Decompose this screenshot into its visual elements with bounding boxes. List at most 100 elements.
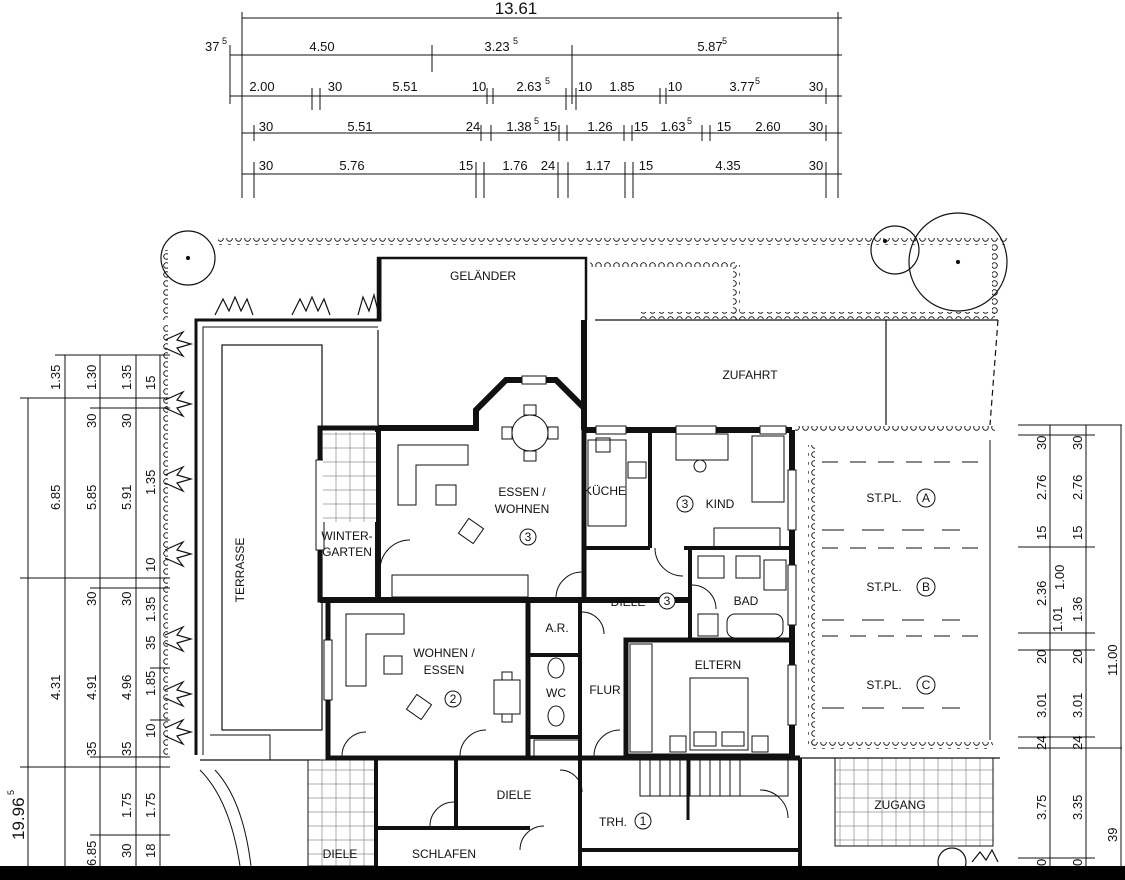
windows [315, 375, 797, 726]
right-dimension-labels: 30 2.76 15 2.36 1.01 20 3.01 24 3.75 0 3… [1034, 436, 1120, 866]
image-bottom-edge [0, 866, 1125, 880]
room-label-essen-wohnen: ESSEN / [498, 485, 546, 499]
room-labels: GELÄNDER ZUFAHRT TERRASSE WINTER- GARTEN… [233, 269, 926, 861]
room-label-wintergarten: WINTER- [321, 529, 372, 543]
room-label-eltern: ELTERN [695, 658, 741, 672]
dim-label: 1.75 [119, 793, 134, 818]
dim-label: 2.76 [1034, 475, 1049, 500]
dim-label: 1.35 [143, 470, 158, 495]
dim-label: 10 [143, 558, 158, 572]
dim-label: 15 [717, 119, 731, 134]
dim-label: 2.60 [755, 119, 780, 134]
dim-label: 39 [1105, 828, 1120, 842]
zugang-paving [800, 757, 1000, 847]
dim-label: 5 [755, 76, 760, 86]
top-dimension-labels: 13.61 37 5 4.50 3.23 5 5.87 5 2.00 30 5.… [205, 0, 823, 173]
dim-label: 2.36 [1034, 581, 1049, 606]
room-label-zufahrt: ZUFAHRT [722, 368, 778, 382]
dim-label: 5 [534, 116, 539, 126]
dim-label: 1.35 [119, 365, 134, 390]
trees [160, 212, 1008, 877]
dim-label: 0 [1034, 859, 1049, 866]
dim-label: 1.00 [1052, 565, 1067, 590]
dim-label: 1.76 [502, 158, 527, 173]
railing-area [376, 256, 588, 425]
room-label-wohnen-essen: WOHNEN / [413, 646, 475, 660]
dim-label: 2.76 [1070, 475, 1085, 500]
dim-label: 1.35 [48, 365, 63, 390]
dim-label: 30 [259, 158, 273, 173]
dim-label: 1.01 [1050, 607, 1065, 632]
dim-label: 1.85 [609, 79, 634, 94]
dim-label: 30 [119, 414, 134, 428]
apartment-markers: 3 3 3 2 1 [444, 495, 694, 830]
hedges [161, 238, 1008, 755]
dim-label: 6.85 [48, 485, 63, 510]
apartment-number: 3 [664, 594, 671, 608]
dim-label: 3.01 [1070, 693, 1085, 718]
room-label-kueche: KÜCHE [584, 484, 626, 498]
parking-space-label: ST.PL. [866, 678, 901, 692]
room-label-wohnen-essen: ESSEN [424, 663, 465, 677]
dim-label: 30 [1034, 436, 1049, 450]
parking-space-letter: C [922, 678, 931, 692]
dim-label: 5 [513, 36, 518, 46]
dim-label: 5 [545, 76, 550, 86]
left-dimension-chains [20, 354, 170, 866]
dim-label: 5 [6, 790, 16, 795]
dim-label: 1.30 [84, 365, 99, 390]
dim-label: 1.38 [506, 119, 531, 134]
apartment-number: 3 [525, 530, 532, 544]
dim-label: 4.96 [119, 675, 134, 700]
dim-label: 5.76 [339, 158, 364, 173]
room-label-diele: DIELE [611, 595, 646, 609]
dim-label: 1.26 [587, 119, 612, 134]
dim-label: 15 [459, 158, 473, 173]
dim-label: 3.75 [1034, 795, 1049, 820]
dim-label: 35 [143, 636, 158, 650]
room-label-kind: KIND [706, 497, 735, 511]
dim-label: 3.77 [729, 79, 754, 94]
dim-label: 24 [541, 158, 555, 173]
room-label-wintergarten: GARTEN [322, 545, 372, 559]
apartment-number: 3 [682, 497, 689, 511]
left-dimension-labels: 19.96 5 1.35 6.85 4.31 6.85 1.30 30 5.85… [6, 365, 158, 866]
dim-label: 3.23 [484, 39, 509, 54]
apartment-number-marker: 2 [444, 690, 462, 708]
dim-label: 30 [809, 79, 823, 94]
diele-paving [199, 759, 377, 867]
apartment-number-marker: 1 [634, 812, 652, 830]
dim-label: 5.51 [347, 119, 372, 134]
apartment-number: 2 [450, 692, 457, 706]
dim-label: 1.36 [1070, 597, 1085, 622]
dim-label: 4.35 [715, 158, 740, 173]
dim-label: 30 [259, 119, 273, 134]
top-dimension-chains [229, 12, 842, 198]
dim-label: 30 [84, 414, 99, 428]
dim-label: 5.85 [84, 485, 99, 510]
room-label-bad: BAD [734, 594, 759, 608]
terrace [194, 258, 382, 761]
dim-label: 3.01 [1034, 693, 1049, 718]
doors [341, 539, 789, 851]
room-label-essen-wohnen: WOHNEN [495, 502, 550, 516]
wintergarten-floor [323, 432, 376, 522]
apartment-number-marker: 3 [676, 495, 694, 513]
dim-label: 2.63 [516, 79, 541, 94]
driveway [595, 319, 999, 426]
apartment-number: 1 [640, 814, 647, 828]
dim-label: 5.51 [392, 79, 417, 94]
dim-label: 15 [543, 119, 557, 134]
dim-label: 4.91 [84, 675, 99, 700]
apartment-number-marker: 3 [658, 592, 676, 610]
dim-label: 5 [722, 36, 727, 46]
dim-label: 24 [466, 119, 480, 134]
dim-label: 1.63 [660, 119, 685, 134]
dim-label: 10 [668, 79, 682, 94]
dim-label: 18 [143, 844, 158, 858]
total-width-label: 13.61 [495, 0, 538, 18]
room-label-diele: DIELE [497, 788, 532, 802]
dim-label: 10 [472, 79, 486, 94]
right-dimension-chains [1018, 424, 1122, 866]
